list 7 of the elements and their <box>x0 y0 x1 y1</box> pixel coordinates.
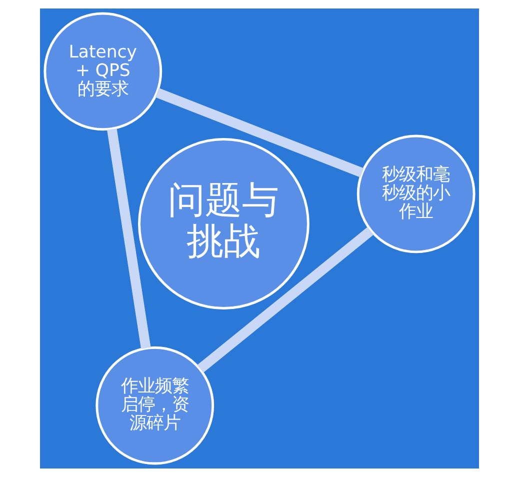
node-circle: 作业频繁启停，资源碎片 <box>95 346 214 465</box>
connector <box>154 88 364 178</box>
connector <box>106 128 150 349</box>
node-circle: Latency + QPS 的要求 <box>43 12 162 131</box>
connector <box>196 227 374 373</box>
node-circle: 问题与挑战 <box>138 138 309 310</box>
node-circle: 秒级和毫秒级的小作业 <box>356 134 475 254</box>
